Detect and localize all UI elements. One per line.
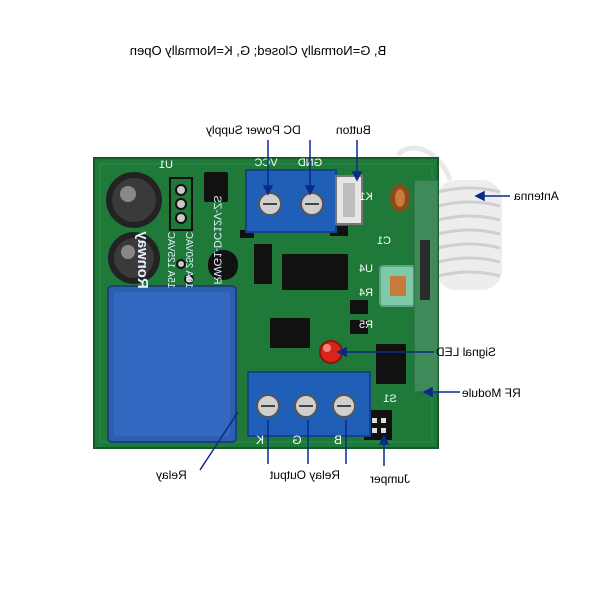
output-terminal-block: [247, 371, 371, 437]
power-terminal-block: [245, 169, 337, 233]
capacitor-2: [108, 232, 160, 284]
label-signal-led: Signal LED: [436, 345, 497, 359]
antenna-coil: [396, 145, 502, 290]
silk-vcc: VCC: [254, 157, 277, 169]
label-antenna: Antenna: [514, 189, 559, 203]
label-jumper: Jumper: [370, 472, 411, 486]
silk-r5: R5: [359, 319, 373, 331]
callout-leaders: [199, 140, 510, 471]
silk-r4: R4: [359, 287, 373, 299]
copper-coil: [390, 184, 410, 212]
relay-brand: Ronway: [134, 231, 151, 289]
capacitor-1: [106, 172, 162, 228]
pin-header: [376, 344, 406, 384]
through-holes: [175, 184, 194, 284]
label-button: Button: [336, 123, 371, 137]
u4-inductor: [379, 265, 417, 307]
relay-rating-2: 10A 250VAC: [183, 232, 194, 289]
silk-u1: U1: [159, 159, 173, 171]
relay-body: [107, 285, 237, 443]
silk-k1: K1: [359, 191, 372, 203]
silk-b: B: [334, 433, 342, 447]
silk-u4: U4: [359, 263, 373, 275]
label-relay: Relay: [156, 468, 187, 482]
rf-module-board: [413, 179, 439, 393]
relay-model: RWG1-DC12V-ZS: [211, 195, 223, 284]
label-relay-output: Relay Output: [270, 468, 341, 482]
silk-s1: S1: [383, 393, 396, 405]
relay-rating-1: 15A 125VAC: [165, 232, 176, 289]
relay-text: Ronway RWG1-DC12V-ZS 15A 125VAC 10A 250V…: [134, 195, 223, 288]
silkscreen-labels: VCC GND K1 U1 U4 R4 R5 S1 C1 K G B: [159, 157, 397, 447]
silk-k: K: [256, 433, 264, 447]
silk-g: G: [292, 433, 301, 447]
label-dc-power-supply: DC Power Supply: [206, 123, 301, 137]
smd-components: [169, 172, 368, 348]
header-caption: B, G=Normally Closed; G, K=Normally Open: [129, 43, 387, 58]
push-button: [335, 175, 363, 225]
silk-c1: C1: [377, 235, 391, 247]
label-rf-module: RF Module: [462, 386, 521, 400]
